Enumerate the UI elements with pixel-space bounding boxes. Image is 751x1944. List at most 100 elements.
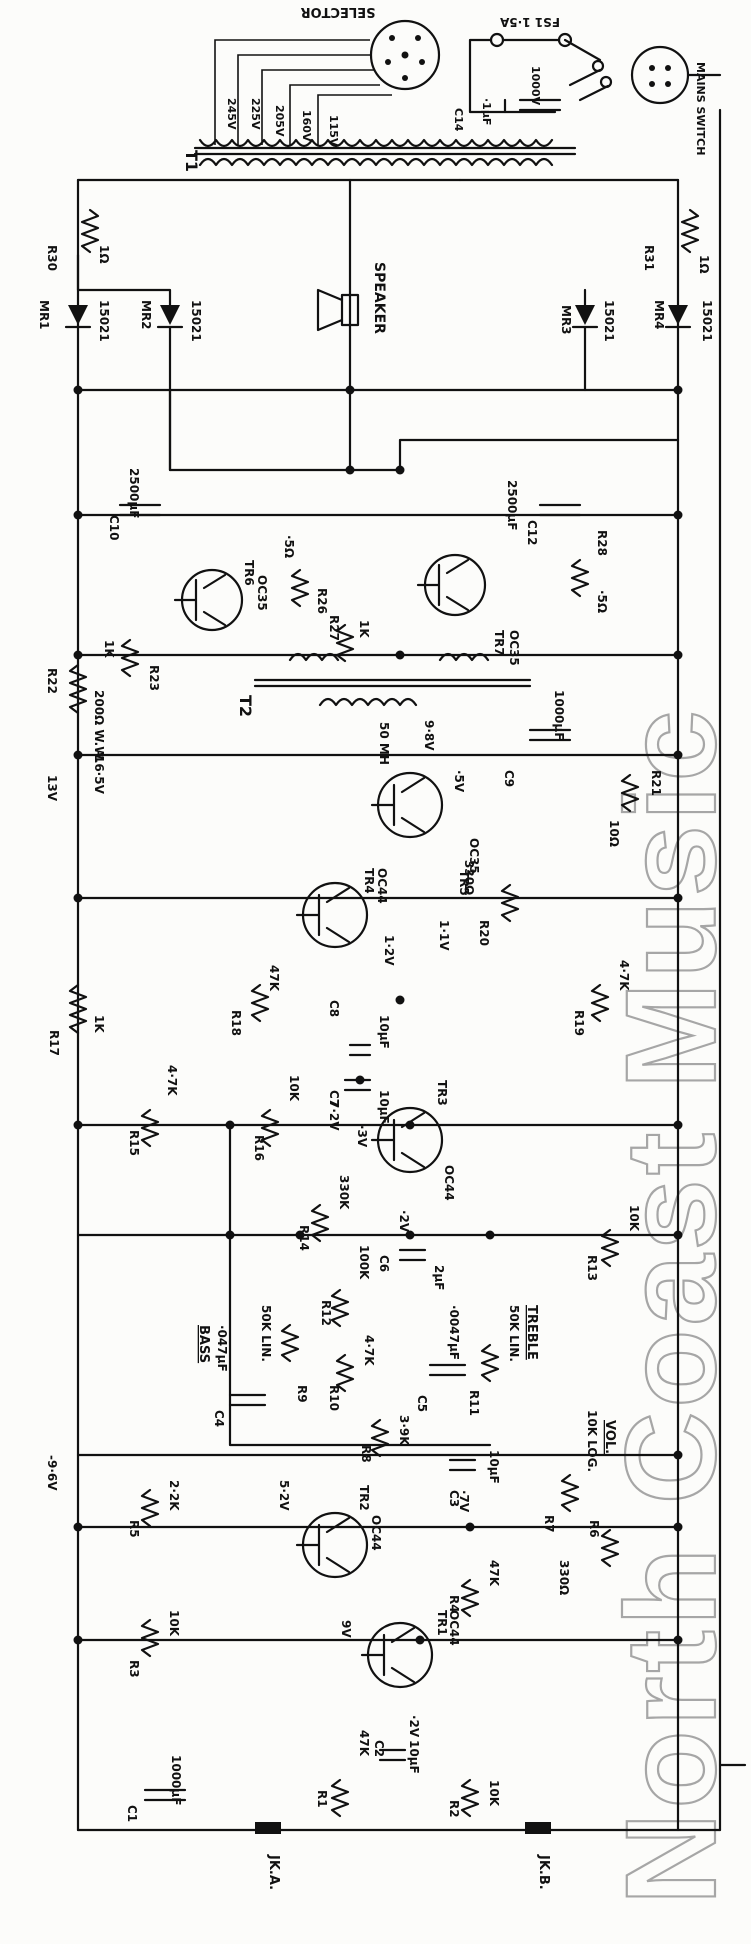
- tr1-c-voltage: 9V: [339, 1620, 353, 1638]
- selector-label: SELECTOR: [301, 4, 376, 19]
- tr1-type: OC44: [447, 1610, 461, 1646]
- c10-ref: C10: [107, 515, 121, 541]
- tr4-e-voltage: 1·1V: [437, 920, 451, 951]
- choke-tap-voltage: 9·8V: [422, 720, 436, 751]
- tone-control: BASS ·047µF C4 50K LIN. R9 R12 100K R10 …: [196, 1245, 539, 1463]
- r5-value: 2·2K: [167, 1480, 181, 1511]
- driver-stage: TR5 OC35 ·5V R21 10Ω TR4 OC44 1·2V 1·1V …: [47, 770, 663, 1057]
- fuse-label: FS1 1·5A: [499, 15, 560, 29]
- rail-165v-label: -16·5V: [92, 750, 106, 795]
- junction-dots: [73, 385, 683, 1645]
- tap-245: 245V: [225, 98, 238, 130]
- r17-resistor: [68, 983, 88, 1035]
- r4-value: 47K: [487, 1560, 501, 1587]
- r21-resistor: [620, 773, 640, 813]
- r3-value: 10K: [167, 1610, 181, 1637]
- mr4-ref: MR4: [652, 300, 666, 330]
- mr4-diode-icon: [668, 305, 688, 325]
- r13-resistor: [600, 1228, 620, 1268]
- vol-label: VOL.: [602, 1420, 617, 1454]
- c4-value: ·047µF: [215, 1325, 229, 1372]
- r31-value: 1Ω: [697, 255, 711, 274]
- r9-ref: R9: [295, 1385, 309, 1403]
- r30-resistor: [80, 208, 100, 254]
- c14-value: ·1µF: [480, 98, 493, 125]
- tr3-e-voltage: ·3V: [355, 1125, 369, 1148]
- r21-value: 10Ω: [607, 820, 621, 847]
- r11-ref: R11: [467, 1390, 481, 1416]
- mains-switch-label: MAINS SWITCH: [694, 62, 707, 155]
- c14-rating: 1000V: [529, 66, 542, 106]
- r11-value: 50K LIN.: [507, 1305, 521, 1362]
- mr1-diode-icon: [68, 305, 88, 325]
- r31-resistor: [680, 208, 700, 254]
- c3-ref: C3: [447, 1490, 461, 1507]
- r27-resistor: [335, 623, 355, 663]
- r15-value: 4·7K: [165, 1065, 179, 1096]
- c2-value: 10µF: [407, 1740, 421, 1774]
- r8-resistor: [370, 1418, 390, 1458]
- output-stage: TR6 OC35 TR7 OC35 1K R23 ·5Ω R26 R27 1K …: [45, 535, 572, 802]
- r11-pot[interactable]: [480, 1343, 500, 1383]
- mr1-type: 15021: [97, 300, 111, 342]
- tr2-e-voltage: ·7V: [457, 1490, 471, 1513]
- r27-ref: R27: [327, 615, 341, 641]
- tr6-ref: TR6: [242, 560, 256, 586]
- rectifier-section: R30 1Ω MR1 15021 MR2 15021 R31 1Ω MR3 15…: [37, 208, 714, 613]
- tap-225: 225V: [249, 98, 262, 130]
- t2-core: [253, 678, 532, 688]
- watermark-text: North Coast Music: [600, 706, 743, 1905]
- c8-ref: C8: [327, 1000, 341, 1017]
- r13-ref: R13: [585, 1255, 599, 1281]
- r23-ref: R23: [147, 665, 161, 691]
- mr2-type: 15021: [189, 300, 203, 342]
- c2-ref: C2: [372, 1740, 386, 1757]
- bass-label: BASS: [196, 1325, 211, 1363]
- c9-ref: C9: [502, 770, 516, 787]
- r28-value: ·5Ω: [595, 590, 609, 613]
- tr4-ref: TR4: [362, 868, 376, 894]
- mr3-ref: MR3: [559, 305, 573, 335]
- t1-secondary-coil: [198, 157, 554, 167]
- r19-ref: R19: [572, 1010, 586, 1036]
- c5-value: ·0047µF: [447, 1305, 461, 1360]
- r23-value: 1K: [102, 640, 116, 658]
- r7-pot[interactable]: [560, 1473, 580, 1513]
- r28-ref: R28: [595, 530, 609, 556]
- r20-resistor: [500, 883, 520, 923]
- jack-a-socket[interactable]: [255, 1822, 281, 1834]
- r4-resistor: [460, 1578, 480, 1618]
- r9-pot[interactable]: [280, 1323, 300, 1363]
- r4-ref: R4: [447, 1595, 461, 1613]
- c6-value: 2µF: [432, 1265, 446, 1290]
- tr2-type: OC44: [369, 1515, 383, 1551]
- c1-value: 1000µF: [169, 1755, 183, 1805]
- mr3-type: 15021: [602, 300, 616, 342]
- r14-ref: R14: [297, 1225, 311, 1251]
- r31-ref: R31: [642, 245, 656, 271]
- tr2-ref: TR2: [357, 1485, 371, 1511]
- tap-115: 115V: [327, 115, 340, 147]
- t1-primary-coil: [198, 138, 554, 148]
- speaker-label: SPEAKER: [371, 262, 387, 334]
- r16-value: 10K: [287, 1075, 301, 1102]
- r13-value: 10K: [627, 1205, 641, 1232]
- mr2-ref: MR2: [139, 300, 153, 330]
- mr3-diode-icon: [575, 305, 595, 325]
- r30-ref: R30: [45, 245, 59, 271]
- r18-ref: R18: [229, 1010, 243, 1036]
- r28-resistor: [570, 558, 590, 598]
- c6-ref: C6: [377, 1255, 391, 1272]
- r9-value: 50K LIN.: [259, 1305, 273, 1362]
- mains-switch[interactable]: [630, 45, 690, 105]
- c1-ref: C1: [125, 1805, 139, 1822]
- tr7-type: OC35: [507, 630, 521, 666]
- tr4-b-voltage: 1·2V: [382, 935, 396, 966]
- speaker-icon: [340, 293, 360, 327]
- tr3-stage: TR3 OC44 7·2V ·3V C7 10µF R15 4·7K R16 1…: [127, 1065, 641, 1290]
- c8-value: 10µF: [377, 1015, 391, 1049]
- tr7-ref: TR7: [492, 630, 506, 656]
- jack-b-socket[interactable]: [525, 1822, 551, 1834]
